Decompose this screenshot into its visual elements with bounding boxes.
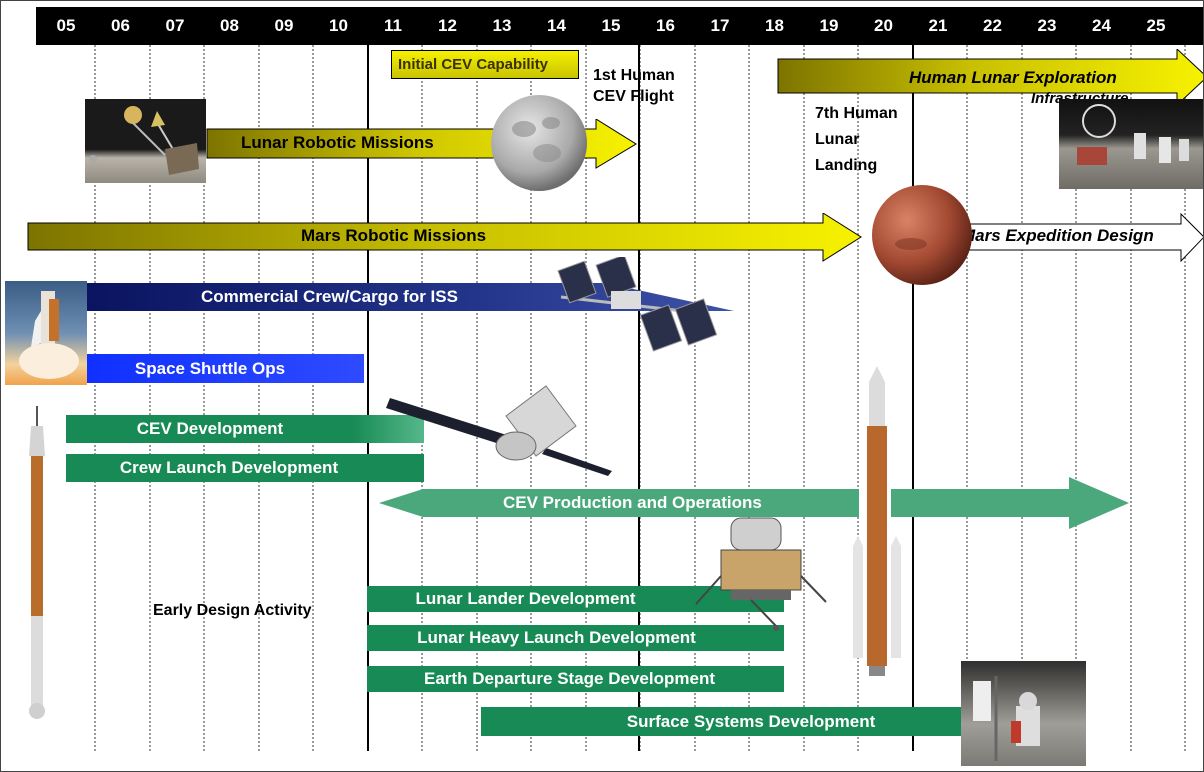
year-label-18: 18 [765,16,784,35]
year-gridline [1184,45,1186,751]
heavy-lift-vehicle-image [853,366,901,676]
year-label-07: 07 [165,16,185,35]
commercial-crew-cargo-label: Commercial Crew/Cargo for ISS [201,287,458,306]
early-design-activity-label: Early Design Activity [153,602,312,619]
human-lunar-exploration-label: Human Lunar Exploration [909,68,1117,87]
year-label-21: 21 [928,16,948,35]
initial-cev-capability-box: Initial CEV Capability [391,50,579,79]
seventh-human-lunar-landing-label: 7th Human Lunar Landing [815,105,898,174]
year-gridline [639,45,641,751]
year-label-23: 23 [1037,16,1057,35]
year-label-17: 17 [710,16,730,35]
year-gridline [312,45,314,751]
cev-development-bar: CEV Development [66,415,424,443]
year-gridline [1075,45,1077,751]
first-human-cev-flight-label: 1st Human CEV Flight [593,67,675,105]
lunar-lander-robotic-photo [85,99,206,183]
year-gridline [475,45,478,751]
year-label-09: 09 [274,16,294,35]
moon-image [491,95,587,191]
surface-systems-development-label: Surface Systems Development [626,711,876,731]
space-shuttle-ops-bar: Space Shuttle Ops [86,354,364,383]
milestone-line [638,45,640,751]
year-gridline [94,45,96,751]
year-header: 05 06 07 08 09 10 11 12 13 14 15 16 17 18 19 20 21 22 23 24… [36,7,1203,45]
mars-robotic-missions-label: Mars Robotic Missions [301,226,487,245]
year-label-16: 16 [656,16,675,35]
year-gridline [1129,45,1132,751]
year-gridline [257,45,260,751]
earth-departure-stage-development-bar: Earth Departure Stage Development [367,666,784,692]
mars-expedition-design-arrow [941,213,1203,263]
surface-astronauts-photo [961,661,1086,766]
lunar-lander-image [695,517,827,631]
lunar-robotic-missions-label: Lunar Robotic Missions [241,133,434,152]
space-shuttle-launch-photo [5,281,87,385]
lunar-heavy-launch-development-label: Lunar Heavy Launch Development [417,628,696,647]
milestone-line [912,45,914,751]
crew-launch-vehicle-image [29,406,45,719]
year-label-08: 08 [220,16,239,35]
year-gridline [421,45,423,751]
mars-expedition-design-label: Mars Expedition Design [961,226,1154,245]
year-label-22: 22 [983,16,1002,35]
year-label-15: 15 [601,16,621,35]
year-label-11: 11 [384,16,402,35]
lunar-lander-development-bar: Lunar Lander Development [367,586,784,612]
mars-image [872,185,972,285]
year-gridline [857,45,859,751]
iss-image [557,257,718,352]
lunar-outpost-photo [1059,99,1203,189]
year-label-05: 05 [56,16,76,35]
year-gridline [802,45,805,751]
earth-departure-stage-development-label: Earth Departure Stage Development [424,669,715,688]
crew-launch-development-bar: Crew Launch Development [66,454,424,482]
crew-launch-development-label: Crew Launch Development [119,458,339,477]
initial-cev-capability-label: Initial CEV Capability [398,56,549,73]
milestone-line [367,45,369,751]
year-gridline [148,45,151,751]
year-label-06: 06 [111,16,130,35]
year-gridline [1020,45,1023,751]
year-label-13: 13 [492,16,512,35]
year-label-14: 14 [547,16,566,35]
cev-production-operations-arrow [379,477,1129,529]
surface-systems-development-bar: Surface Systems Development [481,707,961,736]
year-label-12: 12 [438,16,457,35]
cev-development-label: CEV Development [136,419,284,438]
year-label-19: 19 [819,16,839,35]
cev-spacecraft-image [386,385,612,476]
year-label-20: 20 [874,16,893,35]
year-label-25: 25 [1146,16,1166,35]
year-gridline [748,45,750,751]
year-gridline [584,45,587,751]
year-label-24: 24 [1092,16,1111,35]
mars-robotic-missions-arrow [27,213,862,262]
human-lunar-exploration-arrow [777,49,1203,105]
year-label-10: 10 [329,16,348,35]
lunar-heavy-launch-development-bar: Lunar Heavy Launch Development [367,625,784,651]
year-gridline [693,45,696,751]
lunar-lander-development-label: Lunar Lander Development [415,589,636,608]
year-gridline [966,45,968,751]
space-shuttle-ops-label: Space Shuttle Ops [134,358,286,378]
year-gridline [203,45,205,751]
cev-production-operations-label: CEV Production and Operations [503,493,762,512]
